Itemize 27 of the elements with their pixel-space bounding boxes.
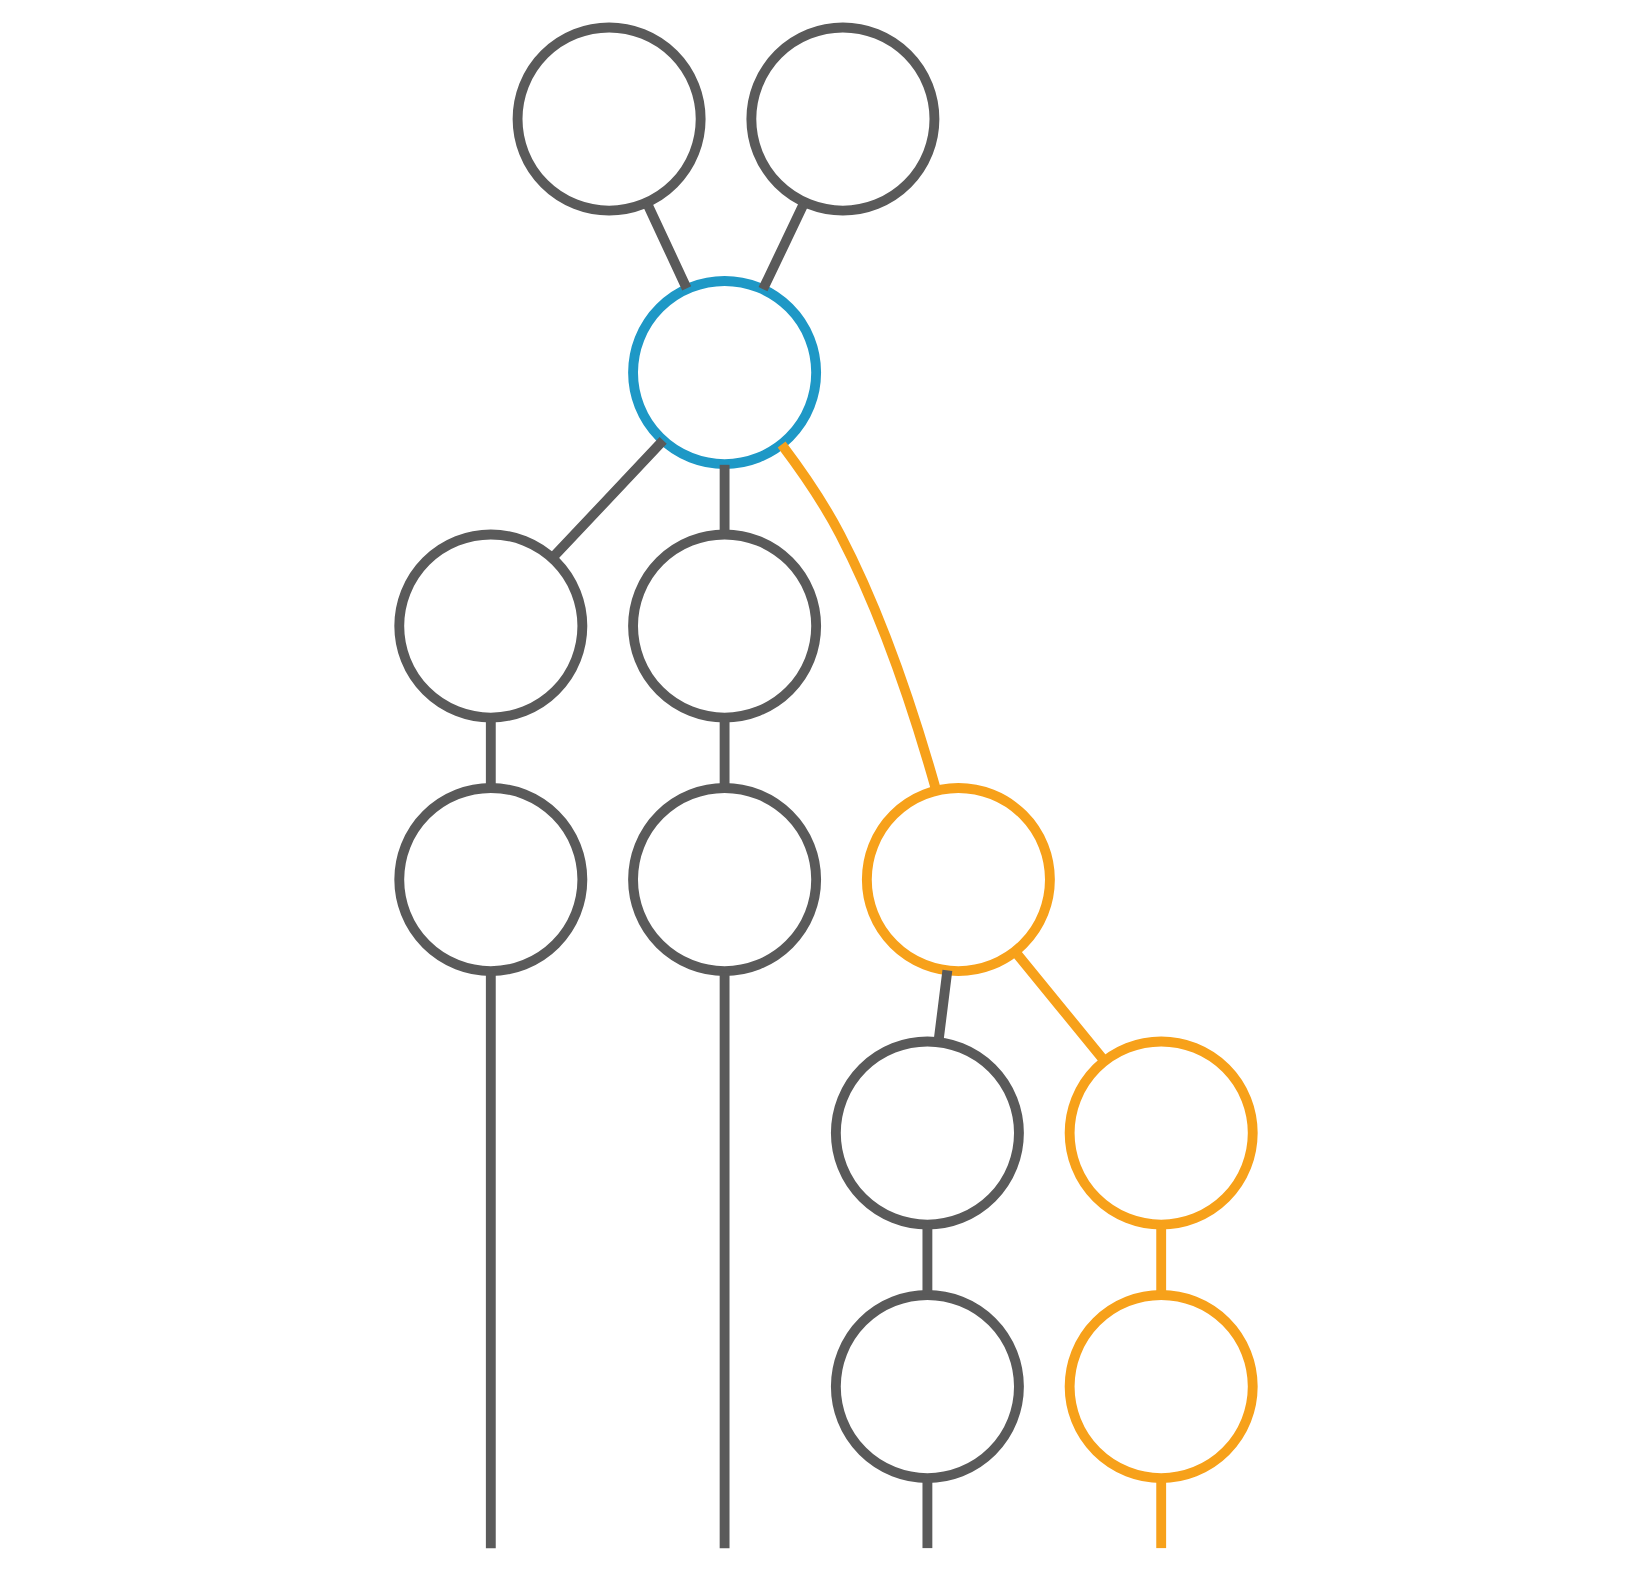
connector	[484, 718, 495, 788]
node-circle	[627, 529, 821, 723]
node-circle	[829, 1036, 1023, 1230]
node-circle	[1063, 1036, 1257, 1230]
node-circle	[1063, 1290, 1257, 1483]
node-circle	[627, 276, 821, 469]
node-circle	[393, 529, 587, 723]
connector	[1155, 1478, 1166, 1549]
connector	[776, 441, 940, 792]
connector	[718, 972, 729, 1549]
connector	[718, 718, 729, 788]
node-circle	[393, 783, 587, 976]
node-circle	[829, 1290, 1023, 1483]
connector	[548, 437, 666, 562]
connector	[718, 464, 729, 534]
node-circle	[860, 783, 1054, 976]
connector	[921, 1478, 932, 1549]
connector	[757, 200, 808, 292]
connector	[921, 1225, 932, 1295]
connector	[641, 200, 691, 291]
connector	[1155, 1225, 1166, 1295]
node-circle	[745, 22, 939, 216]
connector	[484, 972, 495, 1549]
node-circle	[511, 22, 705, 216]
connector	[932, 969, 952, 1043]
connector	[1011, 949, 1107, 1064]
node-circle	[627, 783, 821, 976]
